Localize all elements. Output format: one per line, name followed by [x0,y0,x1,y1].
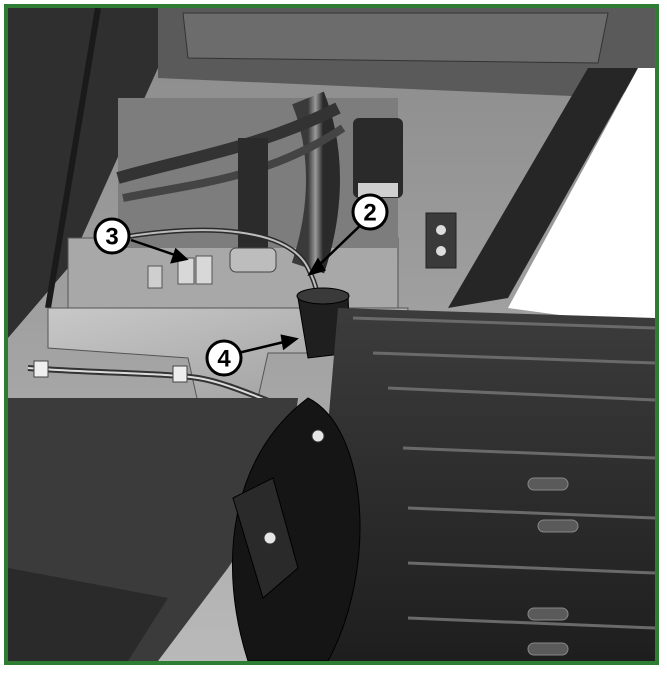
rotor-slots [527,477,579,656]
open-area [508,68,655,328]
callout-3-label: 3 [105,224,118,251]
arrowhead-2 [307,257,326,277]
fitting [147,265,163,289]
end-bolt [263,531,277,545]
cylinder [238,138,268,258]
callout-2: 2 [351,193,389,231]
leader-line-3 [130,238,179,258]
cable-clip [172,365,188,383]
end-bolt [311,429,325,443]
callout-4-label: 4 [217,346,231,373]
lower-cable-highlight [27,367,289,409]
hose-upper [116,102,341,184]
arrowhead-4 [280,334,299,351]
right-frame [448,68,638,308]
hose-upper-2 [122,124,346,202]
leader-line-2 [315,219,367,269]
callout-3: 3 [93,217,131,255]
bracket-bolt [436,246,446,256]
cable-clip [33,360,49,378]
arrowhead-3 [170,247,189,264]
callout-2-label: 2 [363,200,376,227]
callout-4-circle [205,339,243,377]
filter-housing [353,118,403,198]
leader-lines [130,219,367,355]
machine-illustration: 2 3 4 [8,8,655,661]
left-frame [8,8,158,338]
cylinder-cap [229,247,277,273]
rotor-ribs [352,316,655,630]
top-cover-panel [182,12,609,64]
callout-3-circle [93,217,131,255]
lower-left-panel-shade [8,568,168,661]
left-frame-edge [45,8,101,309]
callout-2-circle [351,193,389,231]
callout-4: 4 [205,339,243,377]
fitting [195,255,213,285]
bracket-bolt [436,225,446,235]
fitting [177,257,195,285]
filter-band [358,183,398,197]
sensor-top [296,287,350,305]
figure-frame: 2 3 4 [4,4,659,665]
right-bracket [425,212,457,269]
leader-line-4 [237,339,289,355]
